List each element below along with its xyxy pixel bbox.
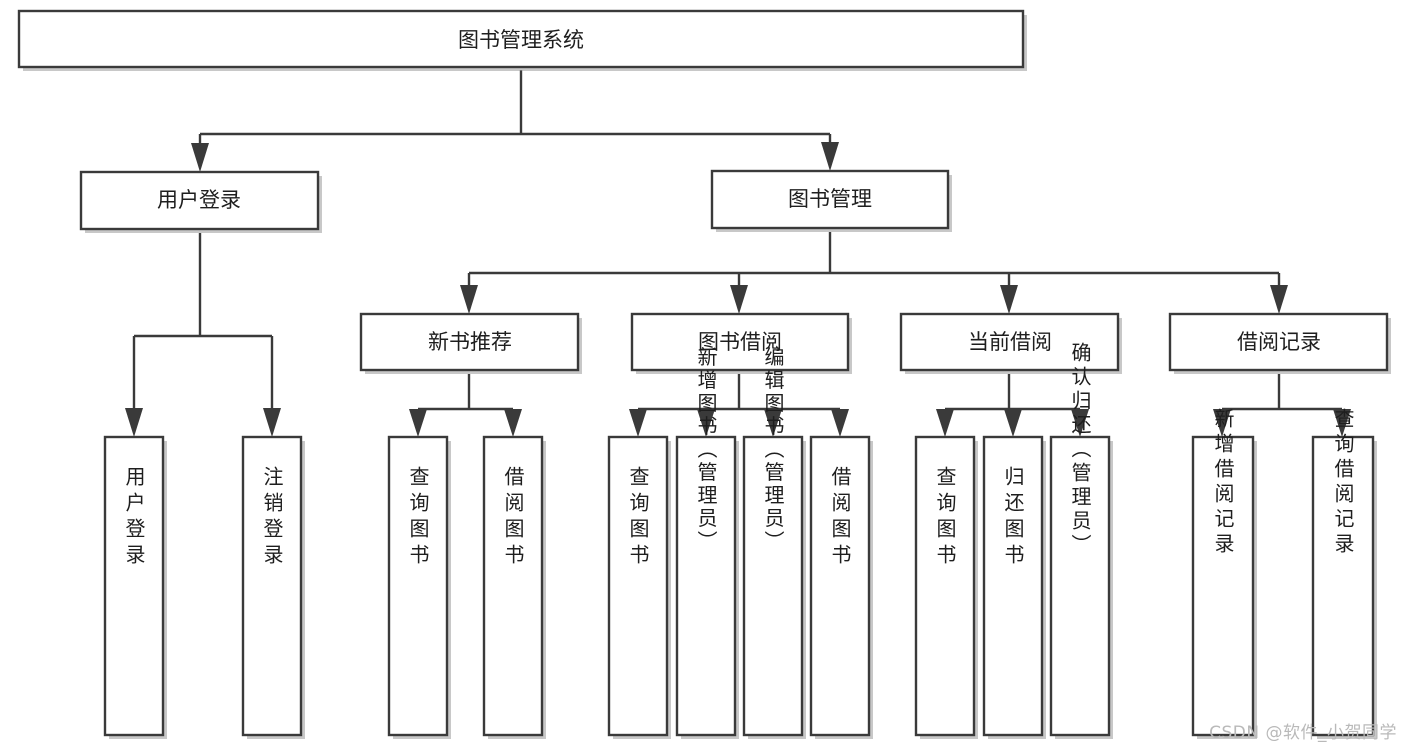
node-rect	[675, 435, 737, 737]
node-label: 查询借阅记录	[1331, 408, 1355, 558]
node-new-book-rec[interactable]: 新书推荐	[359, 312, 582, 374]
node-rect	[914, 435, 976, 737]
node-rect	[1168, 312, 1389, 372]
node-label: 用户登录	[157, 188, 241, 212]
node-rect	[1311, 435, 1375, 737]
node-label: 归还图书	[1001, 466, 1025, 570]
node-rect	[17, 9, 1025, 69]
arrow-head-icon	[191, 143, 209, 172]
arrow-head-icon	[263, 408, 281, 437]
node-label: 图书管理系统	[458, 28, 584, 52]
node-rect	[1049, 435, 1111, 737]
node-leaf-borrow-book-rec[interactable]: 借阅图书	[482, 435, 546, 739]
arrow-head-icon	[1213, 409, 1231, 437]
arrow-head-icon	[1071, 409, 1089, 437]
arrow-head-icon	[125, 408, 143, 437]
node-rect	[1191, 435, 1255, 737]
node-leaf-edit-book[interactable]: 编辑图书（管理员）	[742, 346, 806, 739]
connector-layer	[125, 70, 1351, 437]
node-leaf-query-record[interactable]: 查询借阅记录	[1311, 408, 1377, 739]
node-label: 注销登录	[260, 466, 284, 570]
node-rect	[387, 435, 449, 737]
node-rect	[630, 312, 850, 372]
arrow-head-icon	[831, 409, 849, 437]
node-label: 图书管理	[788, 187, 872, 211]
watermark: CSDN @软件_小贺同学	[1209, 723, 1397, 743]
node-root[interactable]: 图书管理系统	[17, 9, 1027, 71]
node-rect	[103, 435, 165, 737]
node-label: 新增图书（管理员）	[694, 346, 718, 553]
node-user-login[interactable]: 用户登录	[79, 170, 322, 233]
arrow-head-icon	[409, 409, 427, 437]
arrow-head-icon	[504, 409, 522, 437]
node-label: 新增借阅记录	[1211, 408, 1235, 558]
arrow-head-icon	[764, 409, 782, 437]
node-label: 编辑图书（管理员）	[761, 346, 785, 553]
node-rect	[710, 169, 950, 230]
node-label: 借阅记录	[1237, 330, 1321, 354]
node-rect	[482, 435, 544, 737]
node-rect	[982, 435, 1044, 737]
node-label: 查询图书	[406, 466, 430, 570]
arrow-head-icon	[730, 285, 748, 314]
node-rect	[359, 312, 580, 372]
node-leaf-query-book-cb[interactable]: 查询图书	[914, 435, 978, 739]
node-rect	[809, 435, 871, 737]
node-borrow-record[interactable]: 借阅记录	[1168, 312, 1391, 374]
node-rect	[79, 170, 320, 231]
arrow-head-icon	[1004, 409, 1022, 437]
node-leaf-user-login[interactable]: 用户登录	[103, 435, 167, 739]
node-leaf-confirm-return[interactable]: 确认归还（管理员）	[1049, 342, 1113, 739]
node-label: 查询图书	[933, 466, 957, 570]
node-label: 用户登录	[122, 466, 146, 570]
arrow-head-icon	[1333, 409, 1351, 437]
node-rect	[899, 312, 1120, 372]
node-leaf-add-record[interactable]: 新增借阅记录	[1191, 408, 1257, 739]
node-label: 新书推荐	[428, 330, 512, 354]
node-leaf-query-book-bb[interactable]: 查询图书	[607, 435, 671, 739]
node-rect	[742, 435, 804, 737]
node-leaf-query-book-rec[interactable]: 查询图书	[387, 435, 451, 739]
node-book-manage[interactable]: 图书管理	[710, 169, 952, 232]
node-leaf-return-book[interactable]: 归还图书	[982, 435, 1046, 739]
arrow-head-icon	[460, 285, 478, 314]
node-leaf-borrow-book-bb[interactable]: 借阅图书	[809, 435, 873, 739]
node-rect	[241, 435, 303, 737]
node-label: 当前借阅	[968, 330, 1052, 354]
node-leaf-add-book[interactable]: 新增图书（管理员）	[675, 346, 739, 739]
node-rect	[607, 435, 669, 737]
node-current-borrow[interactable]: 当前借阅	[899, 312, 1122, 374]
arrow-head-icon	[697, 409, 715, 437]
node-label: 确认归还（管理员）	[1068, 342, 1092, 558]
arrow-head-icon	[1000, 285, 1018, 314]
arrow-head-icon	[821, 142, 839, 171]
node-label: 借阅图书	[828, 466, 852, 570]
node-book-borrow[interactable]: 图书借阅	[630, 312, 852, 374]
node-leaf-logout[interactable]: 注销登录	[241, 435, 305, 739]
arrow-head-icon	[936, 409, 954, 437]
arrow-head-icon	[1270, 285, 1288, 314]
node-label: 借阅图书	[501, 466, 525, 570]
node-label: 图书借阅	[698, 330, 782, 354]
arrow-head-icon	[629, 409, 647, 437]
node-label: 查询图书	[626, 466, 650, 570]
